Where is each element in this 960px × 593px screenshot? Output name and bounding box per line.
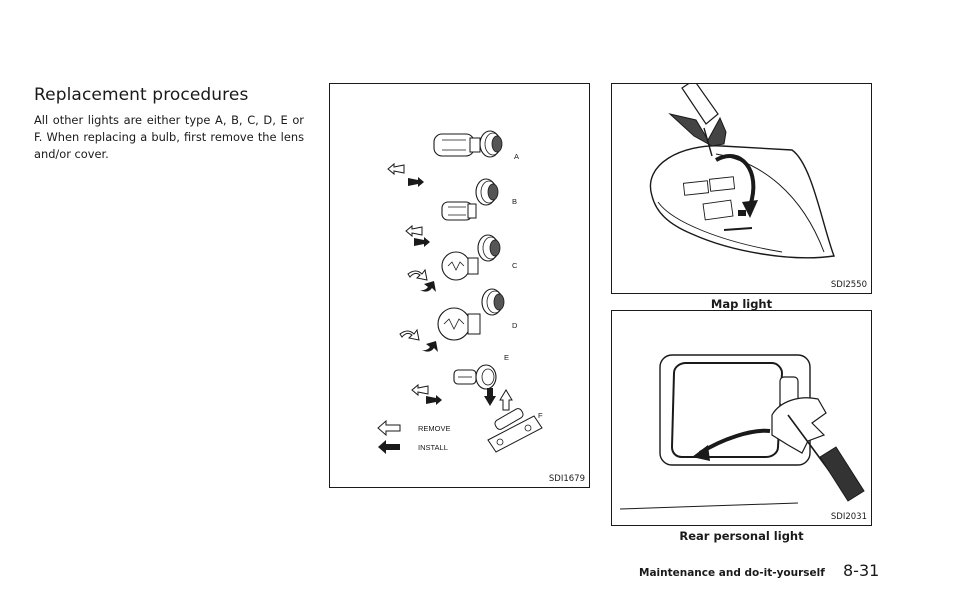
bulb-type-d: [399, 288, 505, 352]
legend-install-label: INSTALL: [418, 443, 448, 452]
legend-remove: REMOVE: [377, 419, 451, 437]
map-light-figure: SDI2550: [611, 83, 872, 294]
caption-map-light: Map light: [710, 297, 773, 311]
legend-install: INSTALL: [378, 440, 448, 454]
bulb-type-label-a: A: [514, 152, 519, 161]
bulb-type-e: [411, 364, 497, 405]
bulb-types-figure: A B C D: [329, 83, 590, 488]
footer-section-title: Maintenance and do-it-yourself: [639, 567, 825, 579]
section-body-text: All other lights are either type A, B, C…: [34, 113, 304, 161]
legend-remove-label: REMOVE: [418, 424, 451, 433]
figure-code-bulbs: SDI1679: [548, 474, 585, 484]
bulb-type-f: [484, 388, 543, 453]
bulb-type-a: [387, 130, 503, 187]
bulb-type-label-d: D: [512, 321, 518, 330]
caption-rear-personal-light: Rear personal light: [679, 529, 804, 543]
bulb-type-b: [405, 178, 499, 247]
bulb-type-label-c: C: [512, 261, 518, 270]
map-light-illustration: [649, 84, 835, 259]
figure-code-map-light: SDI2550: [830, 280, 867, 290]
bulb-type-label-e: E: [504, 353, 509, 362]
footer-page-number: 8-31: [843, 561, 880, 580]
rear-personal-light-figure: SDI2031: [611, 310, 872, 526]
rear-personal-light-illustration: [619, 354, 865, 510]
bulb-types-illustration: A B C D: [377, 130, 543, 454]
section-heading: Replacement procedures: [34, 85, 249, 105]
bulb-type-c: [407, 234, 501, 292]
bulb-type-label-f: F: [538, 411, 543, 420]
bulb-type-label-b: B: [512, 197, 517, 206]
figure-code-rear-personal-light: SDI2031: [830, 512, 867, 522]
